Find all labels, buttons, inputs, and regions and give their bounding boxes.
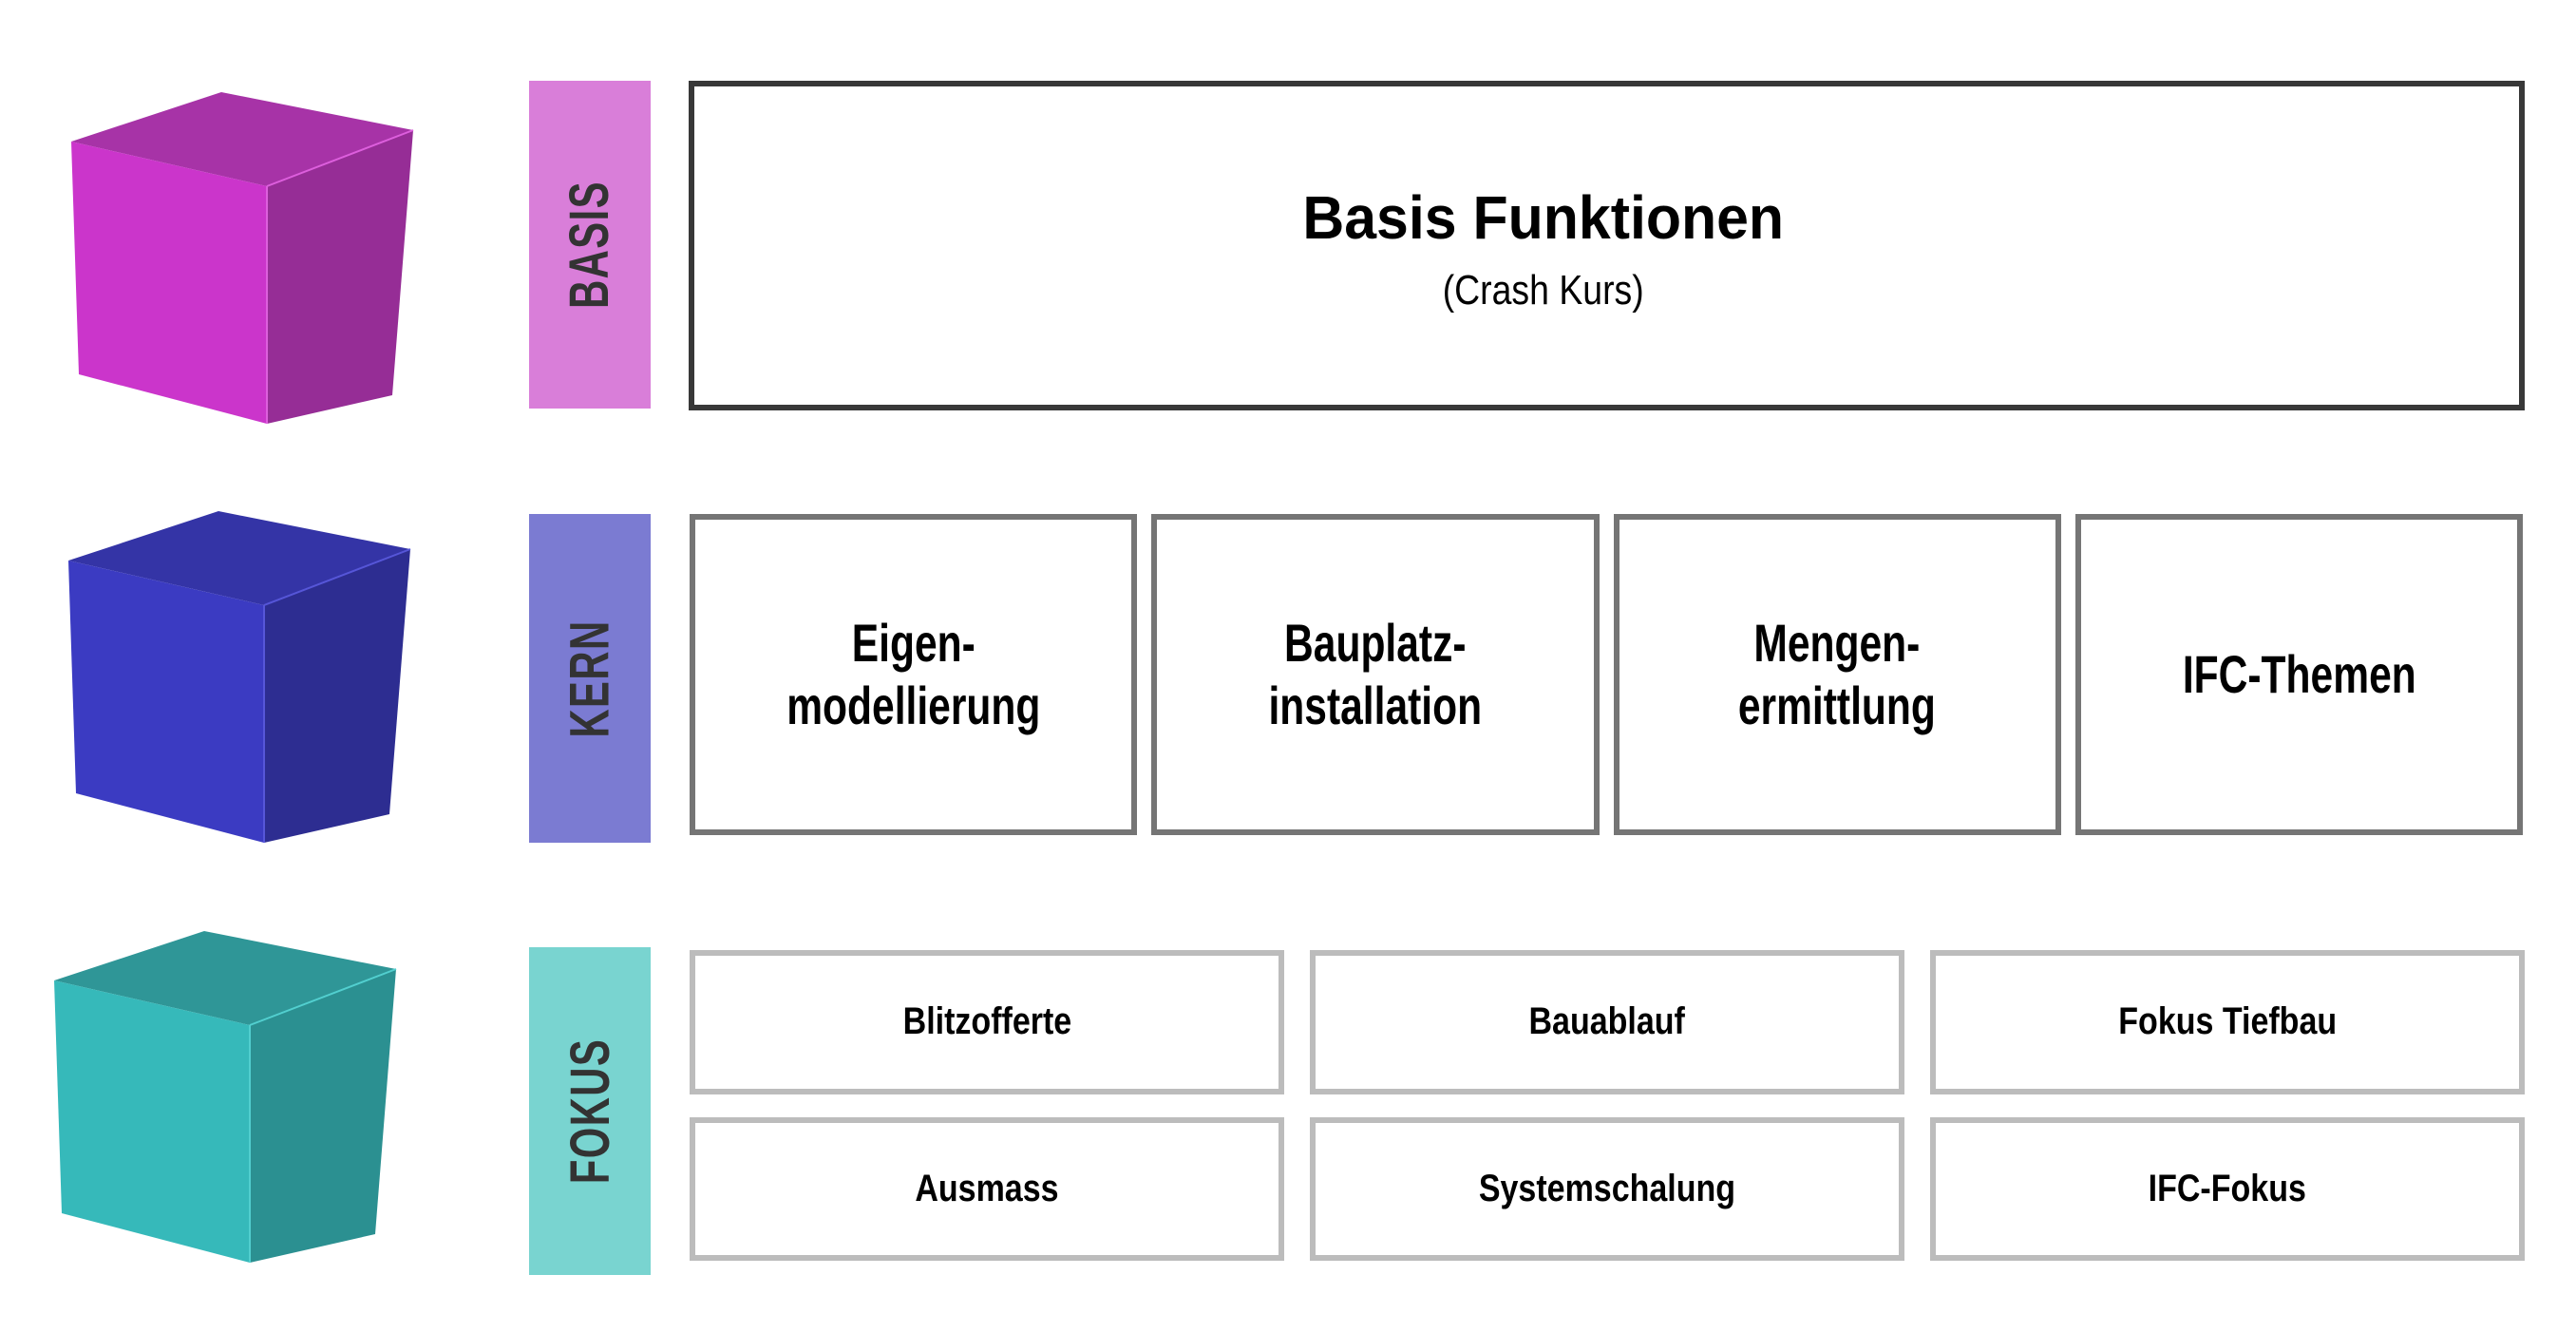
fokus-box-ifc-fokus: IFC-Fokus [1930, 1116, 2525, 1261]
kern-box-label: Eigen- modellierung [786, 612, 1040, 737]
fokus-box-label: Bauablauf [1528, 1000, 1686, 1043]
kern-box-label-line2: ermittlung [1738, 676, 1937, 735]
kern-box-eigenmodellierung: Eigen- modellierung [690, 514, 1138, 835]
fokus-cube-icon [54, 931, 397, 1263]
fokus-box-label: Fokus Tiefbau [2118, 1000, 2337, 1043]
basis-cube-icon [71, 92, 414, 424]
kern-box-bauplatzinstallation: Bauplatz- installation [1151, 514, 1600, 835]
kern-box-label-line1: IFC-Themen [2182, 643, 2416, 704]
fokus-box-label: Blitzofferte [902, 1000, 1071, 1043]
basis-row-label: BASIS [559, 181, 621, 309]
fokus-row-label: FOKUS [559, 1037, 621, 1185]
fokus-row-label-bar: FOKUS [529, 947, 651, 1275]
basis-row-label-bar: BASIS [529, 81, 651, 409]
fokus-boxes-grid: Blitzofferte Bauablauf Fokus Tiefbau Aus… [690, 950, 2525, 1261]
kern-box-label-line1: Mengen- [1753, 612, 1921, 673]
fokus-box-ausmass: Ausmass [690, 1116, 1284, 1261]
fokus-box-blitzofferte: Blitzofferte [690, 950, 1284, 1094]
kern-box-label-line1: Bauplatz- [1284, 612, 1467, 673]
kern-box-mengenermittlung: Mengen- ermittlung [1613, 514, 2061, 835]
basis-functions-box: Basis Funktionen (Crash Kurs) [689, 81, 2525, 410]
kern-box-label: IFC-Themen [2182, 643, 2415, 706]
kern-box-label: Mengen- ermittlung [1738, 612, 1936, 737]
basis-box-title: Basis Funktionen [1302, 183, 1784, 253]
basis-box-subtitle: (Crash Kurs) [1442, 266, 1644, 314]
fokus-box-label: IFC-Fokus [2148, 1167, 2307, 1209]
kern-box-label-line1: Eigen- [851, 612, 975, 673]
fokus-box-systemschalung: Systemschalung [1310, 1116, 1904, 1261]
kern-cube-icon [68, 511, 411, 843]
kern-row-label-bar: KERN [529, 514, 651, 843]
fokus-box-fokus-tiefbau: Fokus Tiefbau [1930, 950, 2525, 1094]
kern-box-label-line2: modellierung [786, 676, 1041, 735]
basis-box-content: Basis Funktionen (Crash Kurs) [1290, 177, 1796, 314]
kern-box-label: Bauplatz- installation [1269, 612, 1483, 737]
kern-box-label-line2: installation [1268, 676, 1483, 735]
kern-box-ifc-themen: IFC-Themen [2074, 514, 2523, 835]
fokus-box-label: Ausmass [915, 1167, 1059, 1209]
fokus-box-label: Systemschalung [1478, 1167, 1736, 1209]
fokus-box-bauablauf: Bauablauf [1310, 950, 1904, 1094]
kern-row-label: KERN [559, 618, 621, 738]
kern-boxes-row: Eigen- modellierung Bauplatz- installati… [690, 514, 2523, 835]
